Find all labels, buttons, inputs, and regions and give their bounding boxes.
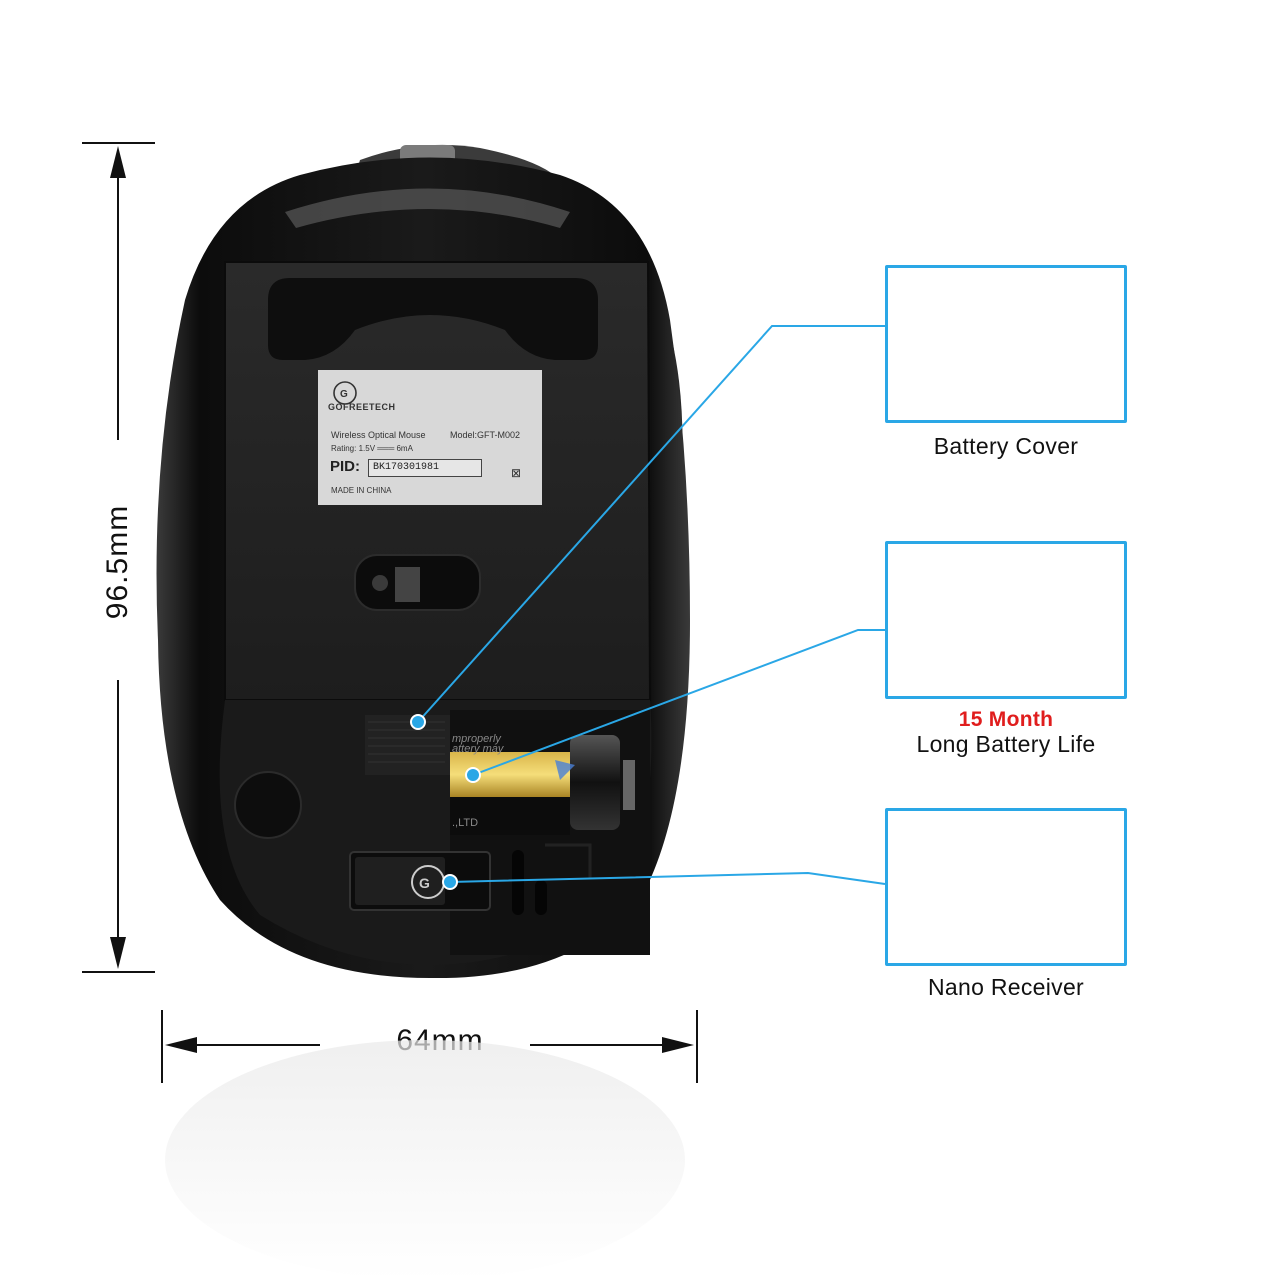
- nano-receiver-box: [885, 808, 1127, 966]
- label-pid-value: BK170301981: [368, 459, 482, 477]
- mouse-reflection: [165, 1040, 685, 1280]
- battery-life-box: [885, 541, 1127, 699]
- svg-text:G: G: [340, 389, 348, 400]
- svg-text:G: G: [419, 875, 430, 891]
- label-brand: GOFREETECH: [328, 402, 396, 412]
- battery-life-highlight: 15 Month: [958, 708, 1054, 731]
- battery-life-caption: Long Battery Life: [916, 731, 1096, 757]
- width-dimension: [161, 1010, 698, 1083]
- callout-leaders: [417, 325, 886, 885]
- height-dimension: [82, 142, 155, 973]
- label-pid: PID:: [330, 458, 360, 475]
- battery-marker: [465, 767, 481, 783]
- battery-cover-box: [885, 265, 1127, 423]
- label-model: Model:GFT-M002: [450, 430, 521, 440]
- label-origin: MADE IN CHINA: [331, 486, 392, 495]
- svg-text:.,LTD: .,LTD: [452, 817, 478, 829]
- brand-logo-icon: [333, 381, 357, 405]
- battery-cover-caption: Battery Cover: [933, 433, 1079, 459]
- receiver-marker: [442, 874, 458, 890]
- weee-icon: ⊠: [511, 466, 522, 480]
- mouse-underside: G mproperly attery may .,LTD G: [156, 144, 691, 979]
- svg-text:attery may: attery may: [452, 743, 505, 755]
- label-product: Wireless Optical Mouse: [331, 430, 426, 440]
- battery-cover-marker: [410, 714, 426, 730]
- label-rating: Rating: 1.5V ═══ 6mA: [331, 444, 413, 453]
- nano-receiver-caption: Nano Receiver: [927, 974, 1085, 1000]
- glide-pad: [234, 771, 302, 839]
- svg-text:mproperly: mproperly: [452, 733, 502, 745]
